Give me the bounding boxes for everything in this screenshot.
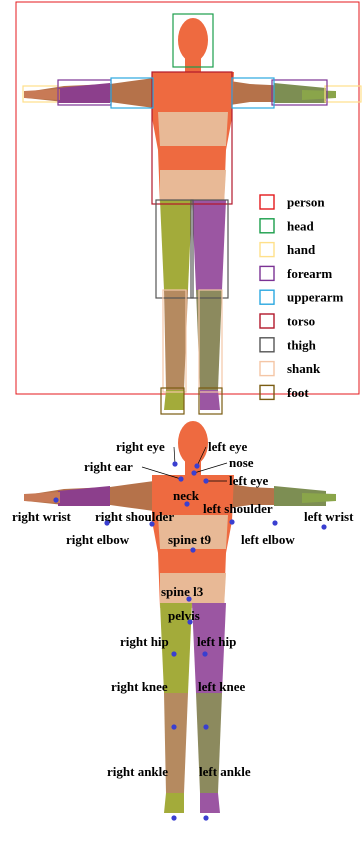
legend-label-forearm: forearm (287, 266, 332, 281)
keypoint-label-nose-2: nose (229, 455, 254, 470)
keypoint-label-right-knee-17: right knee (111, 679, 168, 694)
top-panel: person head hand forearm upperarm torso thigh s… (16, 2, 361, 414)
keypoint-dot-left-elbow-12 (272, 520, 277, 525)
keypoint-label-spine-l3-13: spine l3 (161, 584, 204, 599)
legend-label-foot: foot (287, 385, 309, 400)
keypoint-dot-nose-2 (191, 470, 196, 475)
legend-swatch-forearm (260, 266, 274, 280)
keypoint-label-right-hip-15: right hip (120, 634, 169, 649)
keypoint-dot-right-knee-17 (171, 724, 176, 729)
keypoint-dot-spine-t9-11 (190, 547, 195, 552)
keypoint-label-left-eye-4: left eye (229, 473, 269, 488)
legend-swatch-thigh (260, 338, 274, 352)
keypoint-dot-right-ankle-19 (171, 815, 176, 820)
keypoint-dot-left-wrist-9 (321, 524, 326, 529)
keypoint-label-right-elbow-10: right elbow (66, 532, 130, 547)
keypoint-label-pelvis-14: pelvis (168, 608, 200, 623)
legend-label-upperarm: upperarm (287, 290, 344, 305)
legend-label-torso: torso (287, 314, 315, 329)
legend-swatch-hand (260, 243, 274, 257)
keypoint-label-right-eye-0: right eye (116, 439, 165, 454)
keypoint-label-spine-t9-11: spine t9 (168, 532, 211, 547)
keypoint-dot-right-elbow-10 (104, 520, 109, 525)
legend-swatch-shank (260, 362, 274, 376)
legend-swatch-person (260, 195, 274, 209)
keypoint-dot-right-wrist-6 (53, 497, 58, 502)
legend-label-head: head (287, 218, 315, 233)
keypoint-label-left-wrist-9: left wrist (304, 509, 354, 524)
keypoint-dot-left-hip-16 (202, 651, 207, 656)
legend-label-shank: shank (287, 361, 321, 376)
keypoint-dot-right-ear-3 (178, 476, 183, 481)
legend-label-thigh: thigh (287, 337, 317, 352)
keypoint-dot-left-knee-18 (203, 724, 208, 729)
keypoint-dot-left-eye-4 (203, 478, 208, 483)
bottom-panel: right eyeleft eyenoseright earleft eyene… (12, 421, 354, 821)
keypoint-dot-left-shoulder-8 (229, 519, 234, 524)
keypoint-label-left-elbow-12: left elbow (241, 532, 295, 547)
keypoint-dot-left-eye-1 (194, 463, 199, 468)
keypoint-label-left-shoulder-8: left shoulder (203, 501, 273, 516)
legend-swatch-foot (260, 385, 274, 399)
keypoint-label-neck-5: neck (173, 488, 200, 503)
keypoint-label-left-eye-1: left eye (208, 439, 248, 454)
legend-swatch-upperarm (260, 290, 274, 304)
legend-swatch-torso (260, 314, 274, 328)
legend-label-hand: hand (287, 242, 316, 257)
keypoint-dot-right-eye-0 (172, 461, 177, 466)
legend-label-person: person (287, 195, 325, 210)
keypoint-label-left-ankle-20: left ankle (199, 764, 251, 779)
keypoint-label-right-ear-3: right ear (84, 459, 133, 474)
legend-swatch-head (260, 219, 274, 233)
legend: person head hand forearm upperarm torso thigh s… (260, 195, 344, 400)
keypoint-label-left-knee-18: left knee (198, 679, 246, 694)
keypoint-label-right-ankle-19: right ankle (107, 764, 168, 779)
keypoint-dot-right-hip-15 (171, 651, 176, 656)
keypoint-label-left-hip-16: left hip (197, 634, 236, 649)
keypoint-label-right-wrist-6: right wrist (12, 509, 72, 524)
keypoint-dot-left-ankle-20 (203, 815, 208, 820)
